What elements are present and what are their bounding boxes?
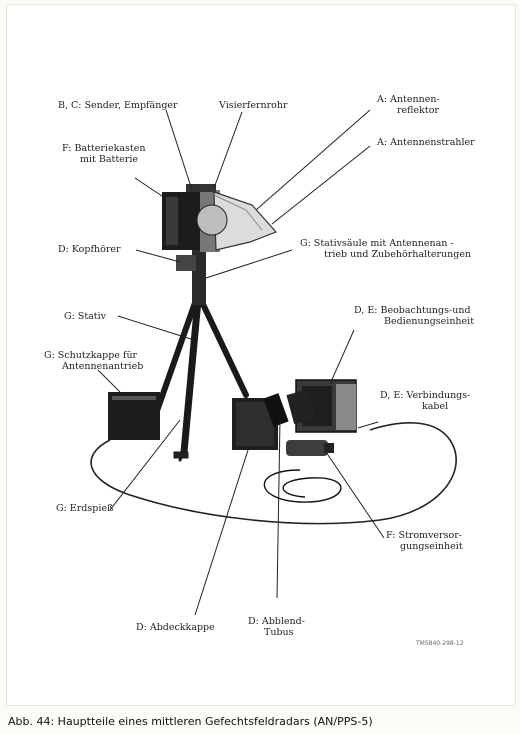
catalog-number: TM5840-298-12 [416,640,464,647]
headphone-holder [176,255,196,271]
label-headphones: D: Kopfhörer [58,244,121,255]
figure-plate [6,4,516,706]
label-protective-cap-line2: Antennenantrieb [62,361,144,372]
label-tripod-column-line1: G: Stativsäule mit Antennenan - [300,238,454,249]
label-antenna-reflector-line1: A: Antennen- [377,94,440,105]
observation-unit [286,379,357,433]
label-connection-cable-line2: kabel [422,401,449,412]
label-observation-unit-line1: D, E: Beobachtungs-und [354,305,471,316]
label-ground-spike: G: Erdspieß [56,503,114,514]
label-protective-cap-line1: G: Schutzkappe für [44,350,138,361]
label-sender-receiver: B, C: Sender, Empfänger [58,100,178,111]
label-battery-box: F: Batteriekasten mit Batterie [62,143,145,165]
label-power-supply-line2: gungseinheit [400,541,463,552]
label-tripod-column: G: Stativsäule mit Antennenan - trieb un… [300,238,471,260]
label-battery-box-line2: mit Batterie [80,154,138,165]
label-power-supply: F: Stromversor- gungseinheit [386,530,463,552]
label-blackout-tube: D: Abblend- Tubus [248,616,305,638]
label-connection-cable: D, E: Verbindungs- kabel [380,390,470,412]
label-tripod: G: Stativ [64,311,107,322]
cable-loop [90,422,457,525]
label-connection-cable-line1: D, E: Verbindungs- [380,390,471,401]
label-observation-unit: D, E: Beobachtungs-und Bedienungseinheit [354,305,474,327]
leader-lines [97,109,385,616]
label-observation-unit-line2: Bedienungseinheit [384,316,475,327]
cover-cap [232,398,278,450]
cable-coil [263,469,342,503]
label-cover-cap: D: Abdeckkappe [136,622,215,633]
label-blackout-tube-line2: Tubus [264,627,294,638]
tripod [149,296,249,462]
label-antenna-reflector-line2: reflektor [397,105,439,116]
label-protective-cap: G: Schutzkappe für Antennenantrieb [44,350,143,372]
label-power-supply-line1: F: Stromversor- [386,530,462,541]
label-battery-box-line1: F: Batteriekasten [62,143,146,154]
protective-cap [108,392,160,440]
figure-caption: Abb. 44: Hauptteile eines mittleren Gefe… [8,715,373,728]
label-tripod-column-line2: trieb und Zubehörhalterungen [324,249,472,260]
power-supply [286,440,334,456]
radar-head [162,184,278,252]
tripod-column [192,245,206,305]
label-antenna-reflector: A: Antennen- reflektor [377,94,440,116]
blackout-tube [263,393,289,427]
label-antenna-radiator: A: Antennenstrahler [377,137,475,148]
label-sight-telescope: Visierfernrohr [219,100,288,111]
label-blackout-tube-line1: D: Abblend- [248,616,305,627]
